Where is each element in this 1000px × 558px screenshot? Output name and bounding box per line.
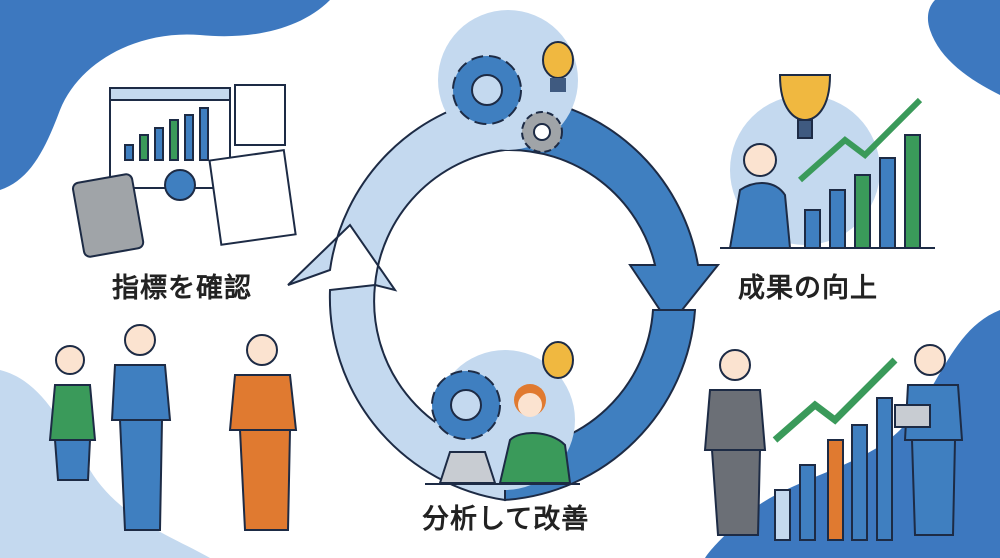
- analyst-at-laptop-illustration: [425, 341, 580, 490]
- ring-segment-right-dark: [504, 93, 721, 327]
- team-discussion-illustration: [48, 324, 298, 531]
- gears-bulb-icon: [438, 10, 578, 153]
- background-blob-top-right: [927, 0, 1000, 95]
- background-blob-bottom-left: [0, 370, 210, 558]
- step-label-check-metrics: 指標を確認: [112, 273, 252, 304]
- trophy-growth-illustration: [720, 74, 935, 249]
- step-label-improve-results: 成果の向上: [738, 273, 878, 304]
- ring-segment-left-light: [287, 93, 506, 292]
- step-label-analyze-improve: 分析して改善: [422, 504, 590, 535]
- reports-and-calculator-illustration: [71, 84, 297, 258]
- growth-presentation-illustration: [703, 344, 964, 541]
- background-blob-top-left: [0, 0, 330, 190]
